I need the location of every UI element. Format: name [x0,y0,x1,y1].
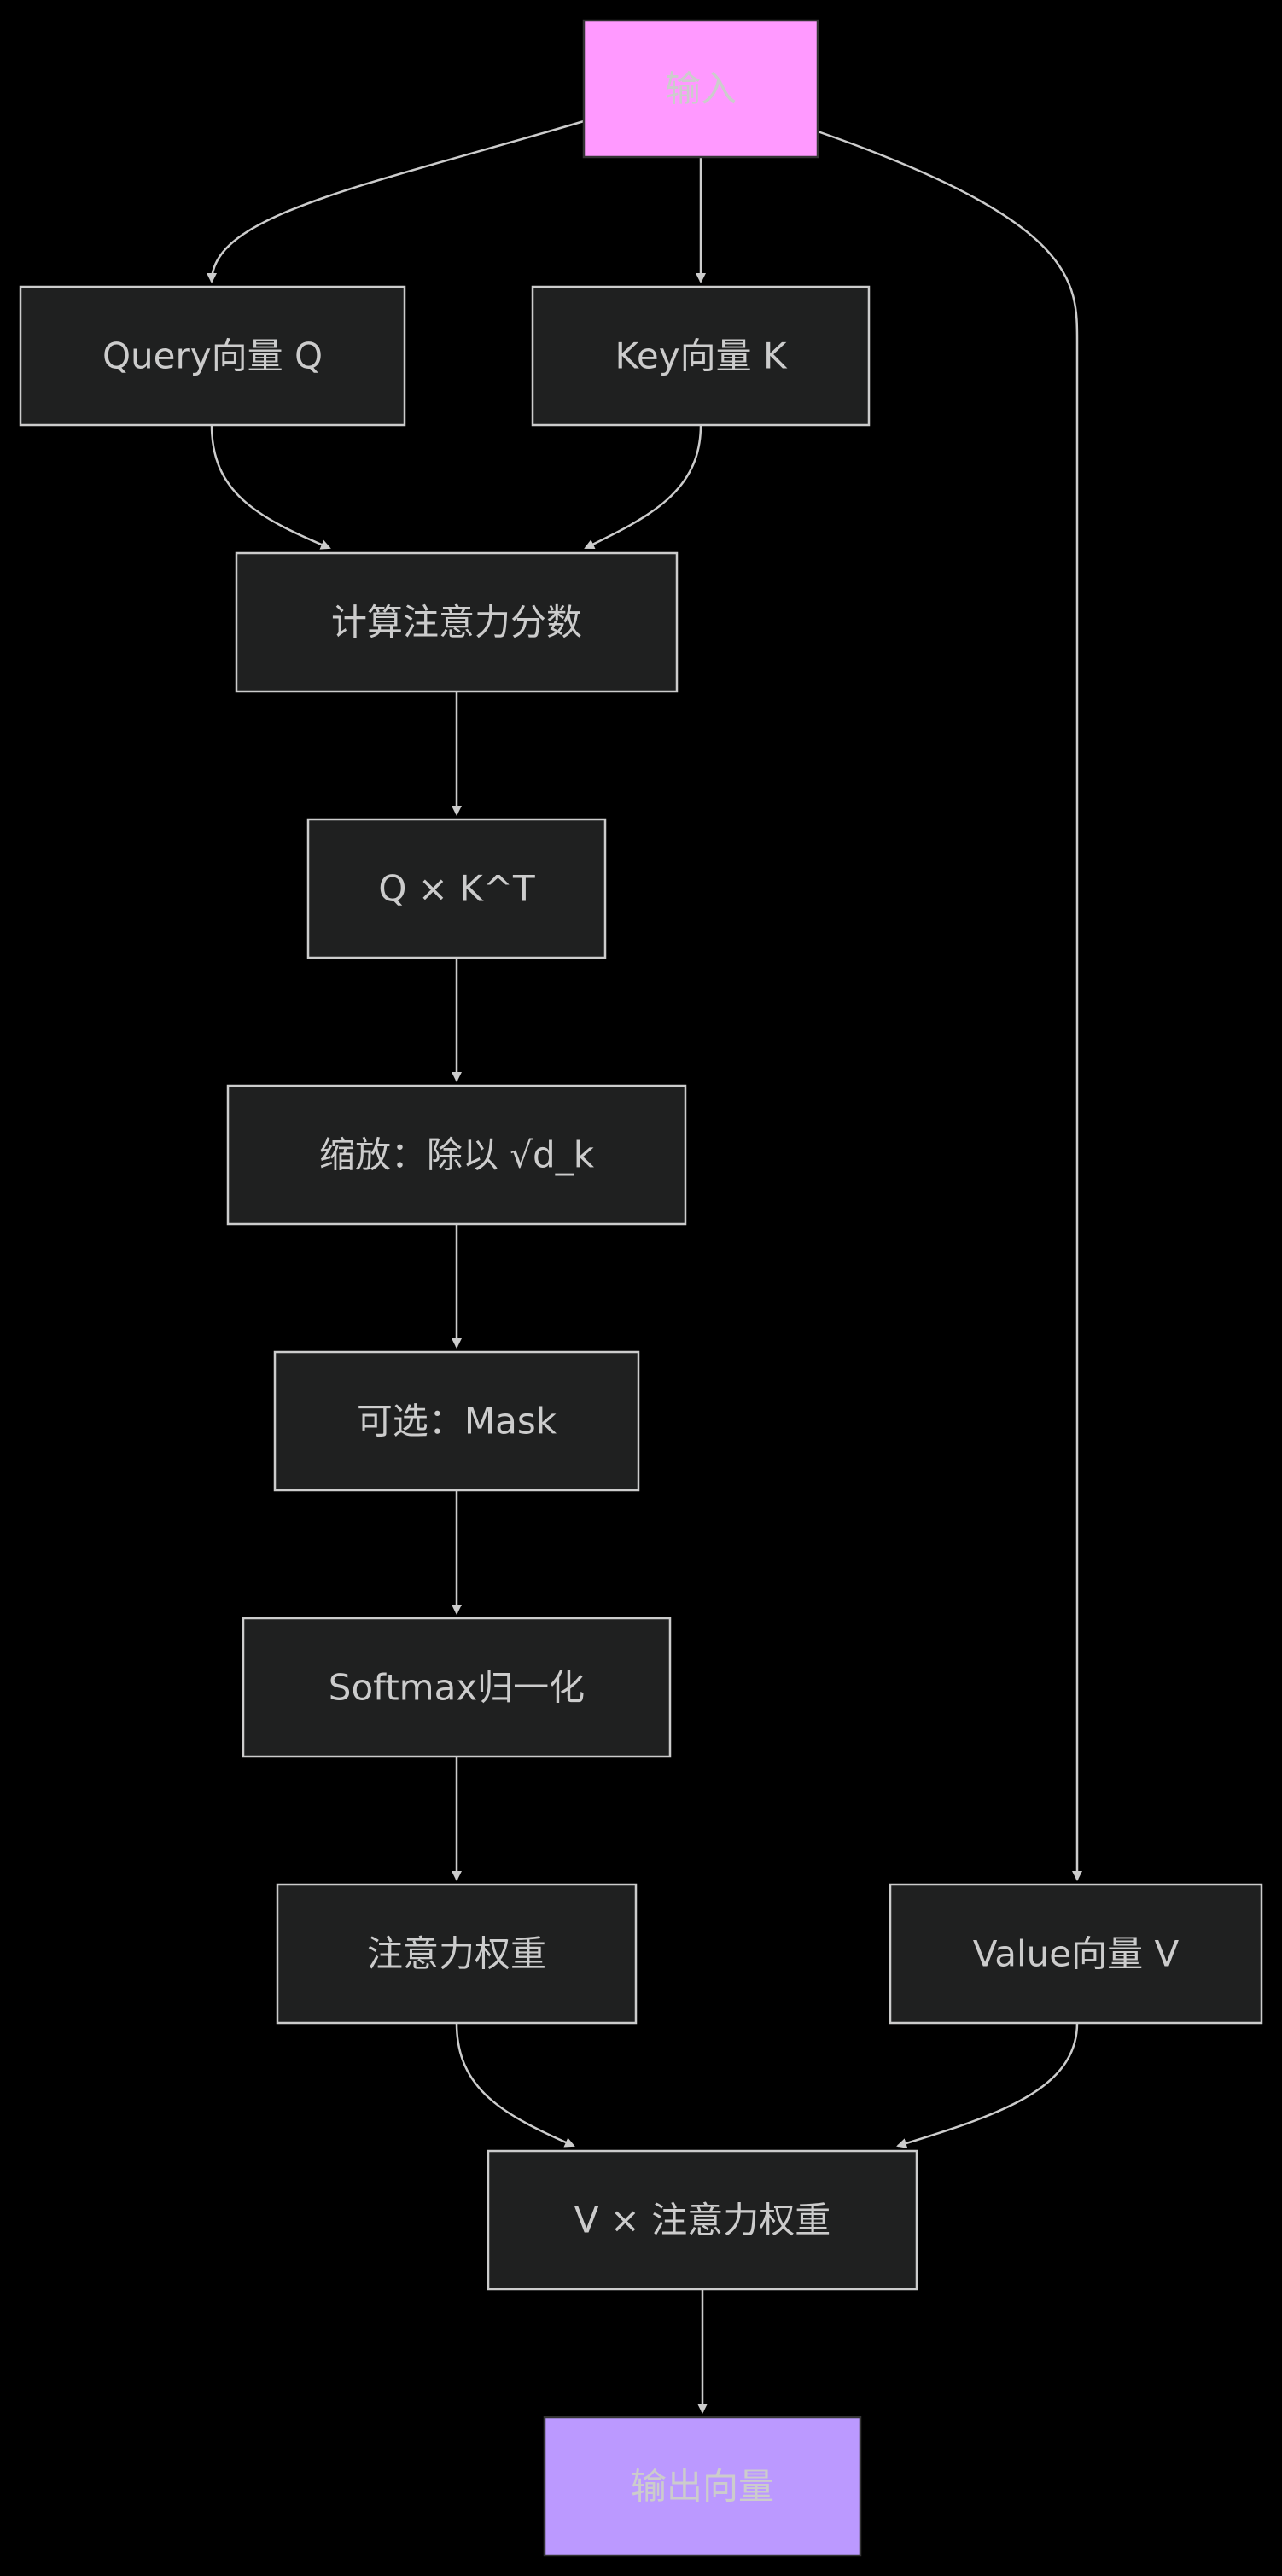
edge-line-input-query [207,119,585,283]
node-label-key: Key向量 K [615,335,787,377]
node-box-query [19,285,406,427]
node-input: 输入 [582,19,819,159]
edge-line-query-score [210,424,331,550]
node-box-input [582,19,819,159]
nodes-layer: 输入 Query向量 Q Key向量 K 计算注意力分数 Q × K^T 缩放：除以 √d… [19,19,1263,2557]
node-label-vmul: V × 注意力权重 [574,2200,831,2241]
node-value: Value向量 V [889,1883,1263,2025]
edge-key-score [584,424,702,550]
node-label-scale: 缩放：除以 √d_k [319,1134,595,1176]
node-label-query: Query向量 Q [102,335,323,377]
edge-weights-vmul [455,2022,575,2148]
edge-value-vmul [896,2022,1079,2148]
node-qkt: Q × K^T [306,818,607,959]
edge-line-weights-vmul [455,2022,575,2148]
node-box-weights [276,1883,638,2025]
edge-query-score [210,424,331,550]
node-softmax: Softmax归一化 [242,1617,672,1758]
node-box-output [543,2416,862,2557]
node-label-weights: 注意力权重 [367,1933,546,1975]
node-scale: 缩放：除以 √d_k [226,1084,687,1226]
edge-line-value-vmul [896,2022,1079,2148]
node-output: 输出向量 [543,2416,862,2557]
node-box-scale [226,1084,687,1226]
node-key: Key向量 K [531,285,871,427]
node-label-score: 计算注意力分数 [331,602,582,644]
node-box-mask [273,1350,640,1492]
node-label-mask: 可选：Mask [357,1401,557,1442]
node-label-output: 输出向量 [631,2466,774,2508]
node-box-key [531,285,871,427]
node-label-input: 输入 [665,68,737,110]
node-label-value: Value向量 V [973,1933,1180,1975]
node-label-softmax: Softmax归一化 [329,1667,585,1709]
node-box-score [235,551,679,693]
edge-input-value [817,130,1082,1881]
node-weights: 注意力权重 [276,1883,638,2025]
node-box-qkt [306,818,607,959]
node-score: 计算注意力分数 [235,551,679,693]
node-box-softmax [242,1617,672,1758]
node-box-vmul [487,2149,918,2291]
node-vmul: V × 注意力权重 [487,2149,918,2291]
node-label-qkt: Q × K^T [378,868,535,910]
edges-layer [207,119,1082,2414]
edge-line-input-value [817,130,1082,1881]
edge-line-key-score [584,424,702,550]
node-mask: 可选：Mask [273,1350,640,1492]
edge-input-query [207,119,585,283]
node-query: Query向量 Q [19,285,406,427]
node-box-value [889,1883,1263,2025]
